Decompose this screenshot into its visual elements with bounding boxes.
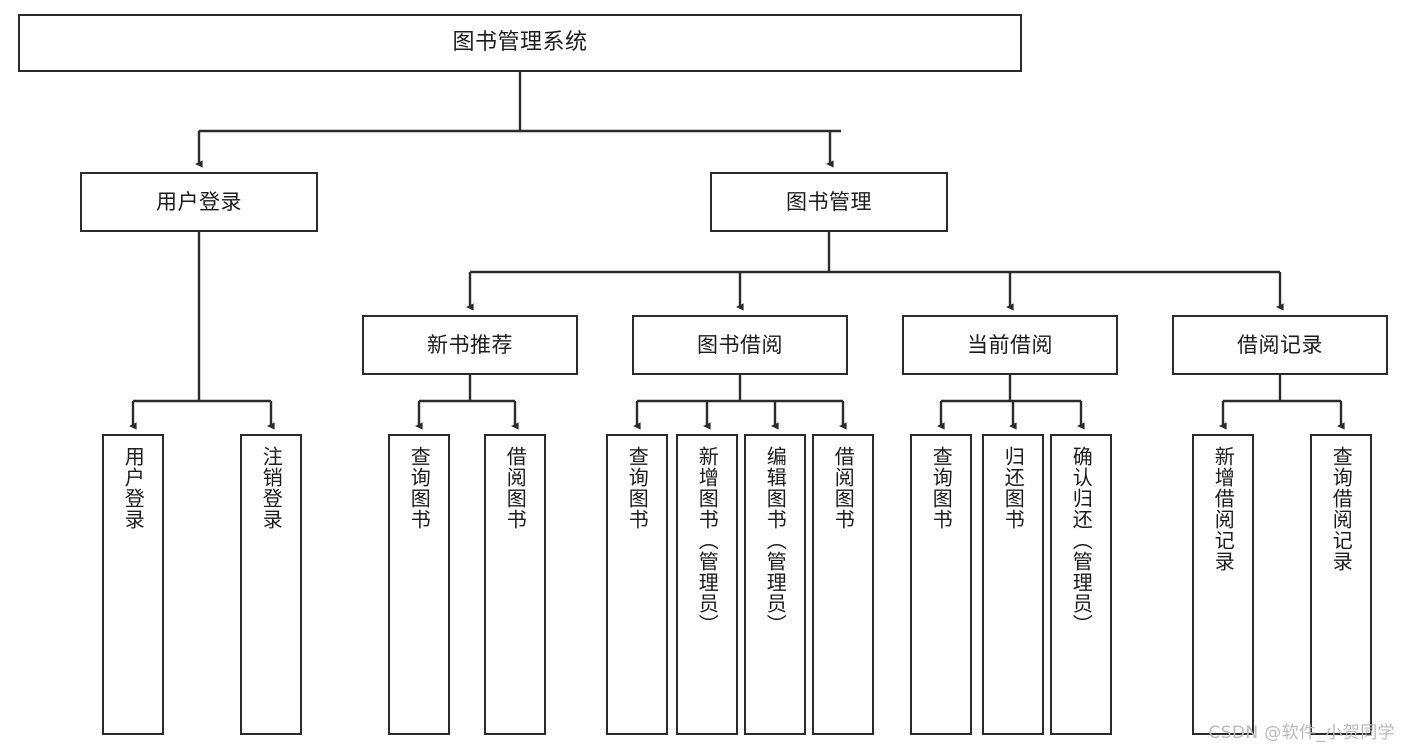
leaf-query-book-borrow-label: 查询图书 [625,446,650,530]
leaf-query-borrow-record[interactable]: 查询借阅记录 [1310,434,1372,735]
leaf-query-book-borrow[interactable]: 查询图书 [606,434,668,735]
node-current-borrowing-label: 当前借阅 [967,332,1053,357]
watermark-text: CSDN @软件_小贺同学 [1208,723,1395,743]
node-root[interactable]: 图书管理系统 [18,14,1022,72]
leaf-add-borrow-record-label: 新增借阅记录 [1211,446,1236,572]
leaf-add-book-admin-label: 新增图书（管理员） [695,446,720,635]
leaf-borrow-book-newbook[interactable]: 借阅图书 [484,434,546,735]
leaf-logout[interactable]: 注销登录 [240,434,302,735]
leaf-add-borrow-record[interactable]: 新增借阅记录 [1192,434,1254,735]
node-borrowing-records-label: 借阅记录 [1237,332,1323,357]
node-book-borrowing[interactable]: 图书借阅 [632,315,848,375]
node-book-management[interactable]: 图书管理 [710,172,948,232]
leaf-confirm-return-admin-label: 确认归还（管理员） [1069,446,1094,635]
leaf-query-borrow-record-label: 查询借阅记录 [1329,446,1354,572]
node-user-login-label: 用户登录 [156,189,242,214]
leaf-user-login[interactable]: 用户登录 [102,434,164,735]
node-book-management-label: 图书管理 [786,189,872,214]
leaf-return-book-label: 归还图书 [1001,446,1026,530]
node-book-borrowing-label: 图书借阅 [697,332,783,357]
leaf-confirm-return-admin[interactable]: 确认归还（管理员） [1050,434,1112,735]
leaf-query-book-current-label: 查询图书 [929,446,954,530]
leaf-borrow-book-newbook-label: 借阅图书 [503,446,528,530]
leaf-add-book-admin[interactable]: 新增图书（管理员） [676,434,738,735]
leaf-borrow-book[interactable]: 借阅图书 [812,434,874,735]
leaf-edit-book-admin-label: 编辑图书（管理员） [763,446,788,635]
node-new-book-recommendation-label: 新书推荐 [427,332,513,357]
leaf-user-login-label: 用户登录 [121,446,146,530]
leaf-query-book-current[interactable]: 查询图书 [910,434,972,735]
node-user-login[interactable]: 用户登录 [80,172,318,232]
leaf-borrow-book-label: 借阅图书 [831,446,856,530]
node-root-label: 图书管理系统 [452,30,588,56]
leaf-edit-book-admin[interactable]: 编辑图书（管理员） [744,434,806,735]
leaf-return-book[interactable]: 归还图书 [982,434,1044,735]
node-current-borrowing[interactable]: 当前借阅 [902,315,1118,375]
leaf-query-book-newbook-label: 查询图书 [407,446,432,530]
node-new-book-recommendation[interactable]: 新书推荐 [362,315,578,375]
node-borrowing-records[interactable]: 借阅记录 [1172,315,1388,375]
leaf-logout-label: 注销登录 [259,446,284,530]
leaf-query-book-newbook[interactable]: 查询图书 [388,434,450,735]
